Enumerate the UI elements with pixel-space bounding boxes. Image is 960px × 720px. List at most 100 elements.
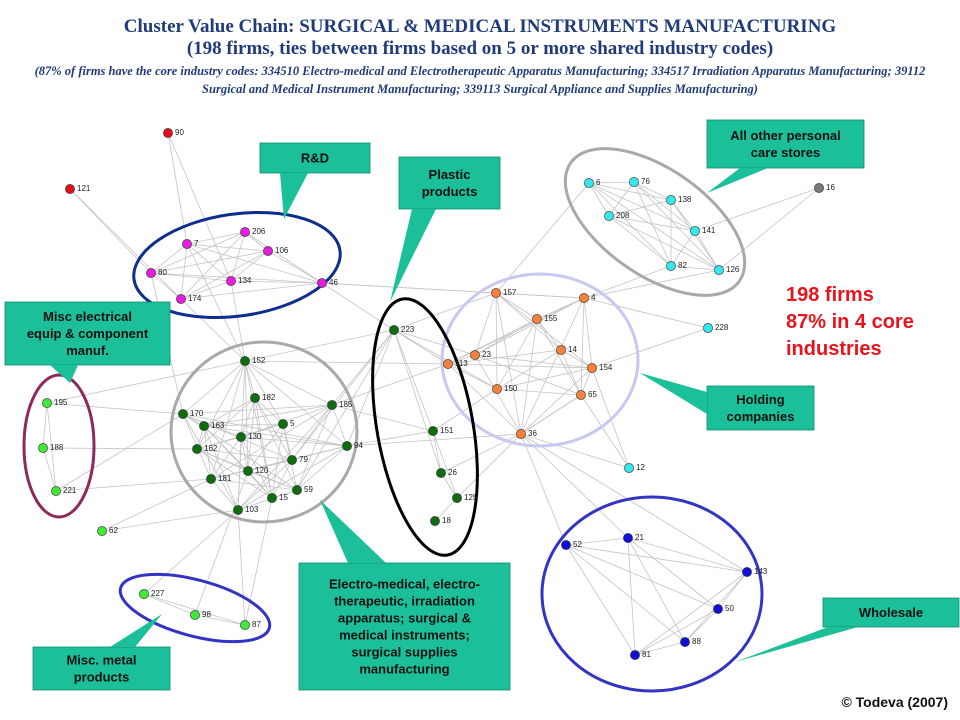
node-90: 90	[163, 128, 184, 138]
node-79: 79	[287, 455, 308, 465]
cluster-ellipse-personal	[563, 147, 747, 297]
node-label-170: 170	[190, 409, 204, 418]
node-label-130: 130	[248, 432, 262, 441]
callout-rd: R&D	[259, 142, 371, 219]
node-228: 228	[703, 323, 729, 333]
stats-core: 87% in 4 core	[786, 311, 914, 333]
node-dot-98	[190, 610, 200, 620]
edge-113-150	[447, 363, 498, 390]
edge-26-125	[440, 472, 458, 499]
callout-text-plastic-1: products	[422, 184, 478, 199]
edge-65-12	[580, 394, 630, 469]
node-181: 181	[206, 474, 232, 484]
edge-130-103	[237, 436, 242, 511]
slide-title: Cluster Value Chain: SURGICAL & MEDICAL …	[123, 16, 837, 37]
node-120: 120	[243, 466, 269, 476]
node-label-152: 152	[252, 356, 266, 365]
edge-103-227	[143, 509, 239, 595]
edge-80-46	[150, 272, 323, 284]
node-label-36: 36	[528, 429, 537, 438]
callout-text-electro-1: therapeutic, irradiation	[334, 594, 475, 609]
edge-223-113	[393, 329, 449, 365]
node-dot-152	[240, 356, 250, 366]
edge-46-174	[180, 282, 323, 300]
callout-text-metal-0: Misc. metal	[66, 653, 136, 668]
edge-14-113	[447, 349, 562, 365]
node-label-80: 80	[158, 268, 167, 277]
node-dot-90	[163, 128, 173, 138]
callout-text-holding-1: companies	[727, 409, 795, 424]
node-130: 130	[236, 432, 262, 442]
node-label-5: 5	[290, 419, 295, 428]
callout-box-wholesale	[822, 597, 960, 628]
node-dot-80	[146, 268, 156, 278]
callout-text-personal-0: All other personal	[730, 128, 841, 143]
edge-16-126	[718, 187, 820, 271]
callout-text-electro-4: surgical supplies	[351, 645, 457, 660]
node-46: 46	[317, 278, 338, 288]
node-dot-15	[267, 493, 277, 503]
edge-36-12	[520, 433, 630, 469]
edge-6-76	[588, 181, 635, 184]
node-14: 14	[556, 345, 577, 355]
edge-134-174	[180, 280, 232, 300]
callout-text-miscelec-2: manuf.	[66, 343, 109, 358]
edge-4-126	[583, 269, 720, 299]
node-label-90: 90	[175, 128, 184, 137]
edge-36-21	[520, 433, 629, 539]
edge-152-94	[244, 360, 348, 447]
edge-174-152	[180, 298, 246, 362]
edge-90-134	[167, 132, 232, 282]
node-62: 62	[97, 526, 118, 536]
edge-227-98	[143, 593, 196, 616]
edge-130-15	[240, 436, 273, 499]
edge-152-15	[244, 360, 273, 499]
node-label-138: 138	[678, 195, 692, 204]
edge-155-36	[520, 318, 538, 435]
edge-52-81	[565, 544, 636, 656]
edge-113-154	[447, 363, 593, 369]
node-dot-221	[51, 486, 61, 496]
edge-223-23	[393, 329, 476, 356]
node-dot-162	[192, 444, 202, 454]
callout-box-holding	[706, 385, 815, 431]
callout-text-plastic-0: Plastic	[429, 167, 471, 182]
edge-130-94	[240, 436, 348, 447]
node-154: 154	[587, 363, 613, 373]
edge-228-154	[591, 327, 709, 369]
edge-154-36	[520, 367, 593, 435]
node-26: 26	[436, 468, 457, 478]
edge-154-150	[496, 367, 593, 390]
node-label-185: 185	[339, 400, 353, 409]
edge-150-65	[496, 388, 582, 396]
node-16: 16	[814, 183, 835, 193]
callout-pointer-holding	[640, 373, 707, 414]
edge-185-94	[331, 404, 348, 447]
edge-106-134	[230, 250, 269, 282]
edge-134-152	[230, 280, 246, 362]
node-label-98: 98	[202, 610, 211, 619]
edge-152-182	[244, 360, 256, 399]
edge-36-125	[456, 433, 522, 499]
node-174: 174	[176, 294, 202, 304]
edge-155-14	[536, 318, 562, 351]
stats-firms: 198 firms	[786, 284, 874, 306]
node-label-87: 87	[252, 620, 261, 629]
edge-181-62	[101, 478, 212, 532]
node-dot-46	[317, 278, 327, 288]
node-label-88: 88	[692, 637, 701, 646]
edge-206-106	[244, 231, 269, 252]
node-label-16: 16	[826, 183, 835, 192]
edge-170-94	[182, 413, 348, 447]
node-label-206: 206	[252, 227, 266, 236]
node-170: 170	[178, 409, 204, 419]
node-label-103: 103	[245, 505, 259, 514]
node-label-82: 82	[678, 261, 687, 270]
callout-text-electro-3: medical instruments;	[339, 628, 470, 643]
node-4: 4	[579, 293, 596, 303]
edge-182-130	[240, 397, 256, 438]
node-206: 206	[240, 227, 266, 237]
node-151: 151	[428, 426, 454, 436]
